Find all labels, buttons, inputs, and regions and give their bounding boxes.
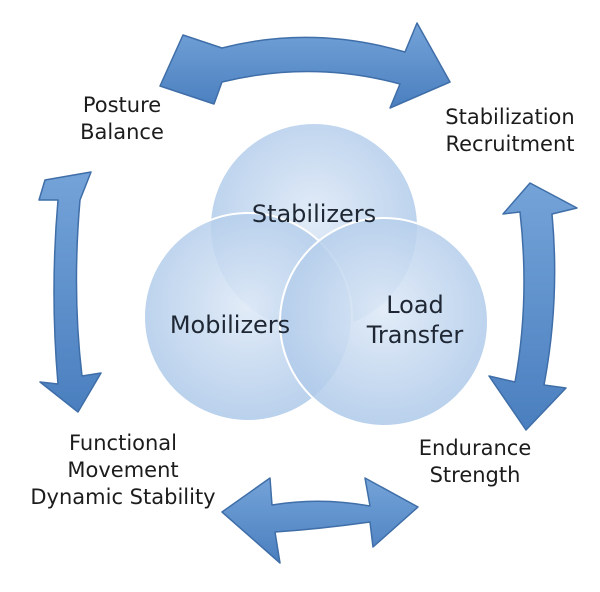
mobilizers-label: Mobilizers <box>160 310 300 340</box>
functional-movement-label: Functional Movement Dynamic Stability <box>18 430 228 511</box>
recruitment-text: Recruitment <box>445 132 575 156</box>
endurance-text: Endurance <box>418 436 532 460</box>
balance-text: Balance <box>80 120 164 144</box>
bottom-cycle-arrow <box>221 477 419 564</box>
right-cycle-arrow <box>488 182 578 431</box>
load-transfer-circle <box>279 217 489 427</box>
left-cycle-arrow <box>38 171 102 413</box>
dynamic-stability-text: Dynamic Stability <box>30 485 216 509</box>
top-cycle-arrow <box>159 22 451 109</box>
stabilization-recruitment-label: Stabilization Recruitment <box>430 104 590 158</box>
strength-text: Strength <box>429 463 521 487</box>
movement-text: Movement <box>67 458 179 482</box>
endurance-strength-label: Endurance Strength <box>400 435 550 489</box>
load-transfer-line-1: Load <box>386 291 444 319</box>
functional-text: Functional <box>68 431 178 455</box>
posture-text: Posture <box>82 93 162 117</box>
stabilizers-text: Stabilizers <box>251 200 377 228</box>
stabilizers-label: Stabilizers <box>239 199 389 229</box>
stabilization-text: Stabilization <box>445 105 575 129</box>
load-transfer-label: Load Transfer <box>350 290 480 350</box>
load-transfer-line-2: Transfer <box>366 321 464 349</box>
mobilizers-text: Mobilizers <box>169 311 291 339</box>
posture-balance-label: Posture Balance <box>72 92 172 146</box>
